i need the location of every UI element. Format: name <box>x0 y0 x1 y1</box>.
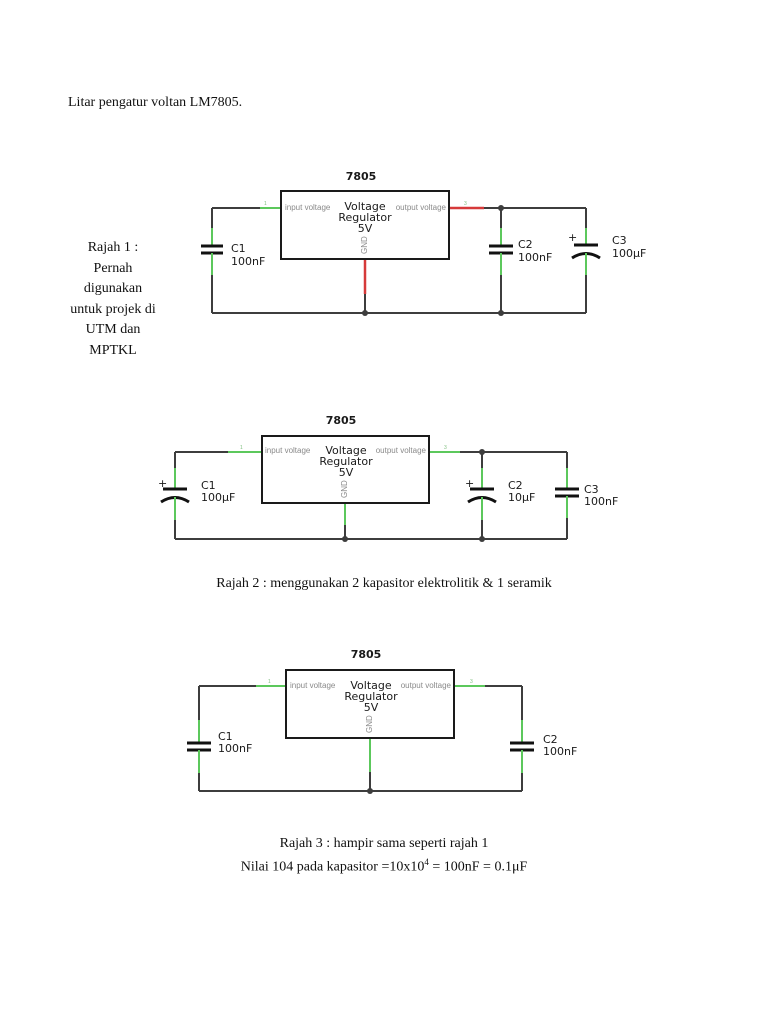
junction-node <box>498 310 504 316</box>
junction-node <box>362 310 368 316</box>
rajah1-caption-line: Pernah <box>93 260 133 276</box>
rajah1-caption-line: UTM dan <box>85 322 141 337</box>
rajah3-circuit: C1 100nF C2 100nF 7805 Voltage Regulator… <box>187 648 577 794</box>
rajah1-c2-name: C2 <box>518 238 533 251</box>
rajah1-c1-value: 100nF <box>231 255 265 268</box>
rajah1-regulator-box <box>280 190 450 260</box>
pin-input-label: input voltage <box>265 446 311 455</box>
rajah2-c1-name: C1 <box>201 479 216 492</box>
rajah1-c2-value: 100nF <box>518 251 552 264</box>
rajah2-c3-name: C3 <box>584 483 599 496</box>
pin-gnd-label: GND <box>365 715 374 733</box>
junction-node <box>498 205 504 211</box>
rajah1-caption-line: untuk projek di <box>70 301 156 317</box>
pin-input-label: input voltage <box>290 681 336 690</box>
rajah1-circuit: C1 100nF C2 100nF + C3 100μF 7805 Voltag… <box>201 170 646 316</box>
regulator-title: 5V <box>339 466 354 479</box>
rajah2-c3-value: 100nF <box>584 495 618 508</box>
rajah2-c1-polarity: + <box>158 477 167 490</box>
regulator-title: 5V <box>358 222 373 235</box>
pin-gnd-label: GND <box>340 480 349 498</box>
pin-number: 3 <box>444 445 447 451</box>
document-title: Litar pengatur voltan LM7805. <box>68 95 243 110</box>
formula-exponent: 4 <box>424 857 429 867</box>
rajah3-c1-value: 100nF <box>218 742 252 755</box>
formula-text: = 100nF = 0.1μF <box>428 859 528 875</box>
regulator-title: Regulator <box>338 211 392 224</box>
pin-number: 1 <box>264 201 267 207</box>
rajah3-regulator-box <box>285 669 455 739</box>
regulator-title: Voltage <box>325 444 366 457</box>
pin-number: 1 <box>268 679 271 685</box>
regulator-title: Regulator <box>344 690 398 703</box>
rajah3-caption: Rajah 3 : hampir sama seperti rajah 1 Ni… <box>0 834 768 877</box>
rajah1-c3-polarity: + <box>568 231 577 244</box>
rajah2-regulator-box <box>261 435 430 504</box>
regulator-title: Voltage <box>344 200 385 213</box>
rajah1-caption-line: digunakan <box>83 281 143 296</box>
rajah1-caption-line: MPTKL <box>89 342 137 358</box>
junction-node <box>479 536 485 542</box>
formula-text: Nilai 104 pada kapasitor =10x10 <box>240 859 425 875</box>
junction-node <box>479 449 485 455</box>
rajah2-c2-name: C2 <box>508 479 523 492</box>
pin-output-label: output voltage <box>401 681 452 690</box>
regulator-title: Voltage <box>350 679 391 692</box>
rajah1-c1-name: C1 <box>231 242 246 255</box>
rajah2-caption: Rajah 2 : menggunakan 2 kapasitor elektr… <box>216 576 552 591</box>
rajah3-caption-line1: Rajah 3 : hampir sama seperti rajah 1 <box>279 836 489 851</box>
rajah1-caption-line: Rajah 1 : <box>87 240 139 255</box>
junction-node <box>342 536 348 542</box>
rajah2-chip-label: 7805 <box>326 414 357 427</box>
rajah1-chip-label: 7805 <box>346 170 377 183</box>
rajah1-c3-value: 100μF <box>612 247 646 260</box>
junction-node <box>367 788 373 794</box>
rajah1-c3-name: C3 <box>612 234 627 247</box>
rajah1-caption: Rajah 1 : Pernah digunakan untuk projek … <box>58 238 168 361</box>
rajah3-caption-line2: Nilai 104 pada kapasitor =10x104 = 100nF… <box>0 853 768 877</box>
rajah3-chip-label: 7805 <box>351 648 382 661</box>
rajah3-c1-name: C1 <box>218 730 233 743</box>
rajah2-circuit: + C1 100μF + C2 10μF C3 100nF 7805 Volta… <box>158 414 618 542</box>
regulator-title: 5V <box>364 701 379 714</box>
rajah3-c2-name: C2 <box>543 733 558 746</box>
pin-input-label: input voltage <box>285 203 331 212</box>
pin-number: 1 <box>240 445 243 451</box>
pin-number: 3 <box>464 201 467 207</box>
regulator-title: Regulator <box>319 455 373 468</box>
pin-number: 3 <box>470 679 473 685</box>
pin-output-label: output voltage <box>376 446 427 455</box>
rajah2-c2-value: 10μF <box>508 491 535 504</box>
rajah3-c2-value: 100nF <box>543 745 577 758</box>
rajah2-c2-polarity: + <box>465 477 474 490</box>
pin-gnd-label: GND <box>360 236 369 254</box>
rajah2-c1-value: 100μF <box>201 491 235 504</box>
pin-output-label: output voltage <box>396 203 447 212</box>
